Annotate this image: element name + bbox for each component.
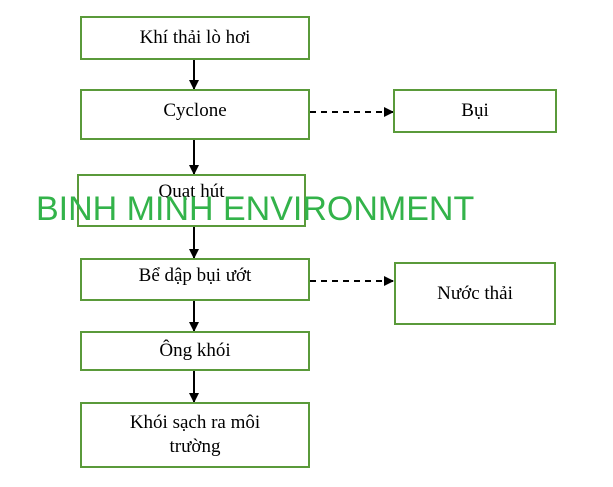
- node-label: Khí thải lò hơi: [139, 27, 251, 48]
- node-label: Cyclone: [163, 100, 227, 121]
- node-khoi-sach-ra-moi-truong: Khói sạch ra môi trường: [80, 402, 310, 468]
- node-label: Khói sạch ra môi trường: [129, 412, 261, 457]
- node-nuoc-thai: Nước thải: [394, 262, 556, 325]
- node-bui: Bụi: [393, 89, 557, 133]
- node-label: Ông khói: [159, 340, 231, 361]
- node-label: Quạt hút: [158, 181, 225, 202]
- node-label: Bể dập bụi ướt: [138, 265, 252, 286]
- node-quat-hut: Quạt hút: [77, 174, 306, 227]
- node-ong-khoi: Ông khói: [80, 331, 310, 371]
- node-khi-thai-lo-hoi: Khí thải lò hơi: [80, 16, 310, 60]
- node-cyclone: Cyclone: [80, 89, 310, 140]
- node-label: Nước thải: [437, 282, 513, 304]
- node-be-dap-bui-uot: Bể dập bụi ướt: [80, 258, 310, 301]
- node-label: Bụi: [461, 100, 489, 121]
